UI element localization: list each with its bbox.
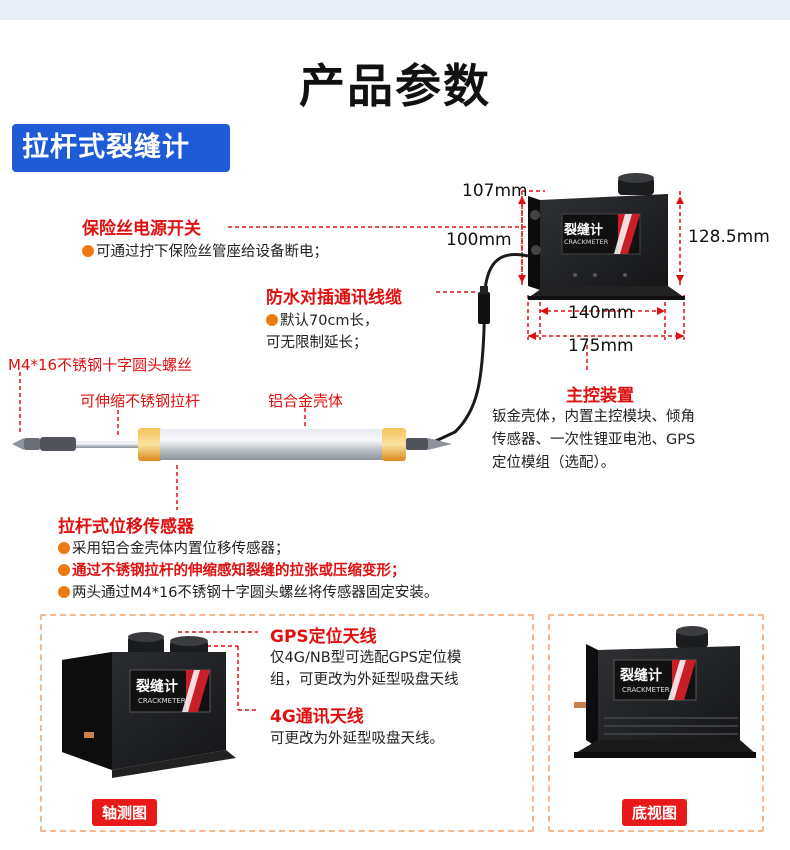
cable-line1-text: 默认70cm长，	[280, 313, 379, 329]
dim-140: 140mm	[568, 303, 634, 323]
screw-label: M4*16不锈钢十字圆头螺丝	[8, 356, 193, 374]
iso-view-graphic	[62, 632, 236, 778]
rod-label: 可伸缩不锈钢拉杆	[80, 392, 201, 410]
iso-device-label-cn: 裂缝计	[136, 679, 178, 695]
cable-title: 防水对插通讯线缆	[266, 288, 402, 308]
bullet-icon	[82, 245, 94, 257]
bullet-icon	[58, 542, 70, 554]
bottom-device-label-en: CRACKMETER	[622, 686, 670, 694]
device-label-cn: 裂缝计	[564, 223, 604, 238]
sensor-item-1: 采用铝合金壳体内置位移传感器；	[58, 537, 290, 558]
dim-100: 100mm	[446, 230, 512, 250]
cable-line2: 可无限制延长；	[266, 335, 368, 351]
sensor-item-2-text: 通过不锈钢拉杆的伸缩感知裂缝的拉张或压缩变形；	[72, 563, 406, 579]
fuse-switch-desc-text: 可通过拧下保险丝管座给设备断电；	[96, 244, 328, 260]
sensor-item-1-text: 采用铝合金壳体内置位移传感器；	[72, 541, 290, 557]
main-unit-line2: 传感器、一次性锂亚电池、GPS	[492, 432, 696, 448]
page-title: 产品参数	[299, 59, 491, 113]
bullet-icon	[58, 586, 70, 598]
antenna-4g-desc: 可更改为外延型吸盘天线。	[270, 731, 444, 747]
cable-line1: 默认70cm长，	[266, 309, 379, 330]
bottom-device-label-cn: 裂缝计	[620, 668, 662, 684]
bottom-view-panel	[548, 614, 764, 832]
section-tag: 拉杆式裂缝计	[12, 124, 230, 172]
main-unit-line3: 定位模组（选配）。	[492, 455, 616, 471]
iso-view-badge: 轴测图	[92, 799, 158, 826]
dim-107: 107mm	[462, 181, 528, 201]
bottom-view-graphic	[574, 626, 756, 758]
sensor-title: 拉杆式位移传感器	[58, 517, 194, 537]
antenna-4g-title: 4G通讯天线	[270, 707, 364, 727]
sensor-item-3: 两头通过M4*16不锈钢十字圆头螺丝将传感器固定安装。	[58, 581, 438, 602]
sensor-item-3-text: 两头通过M4*16不锈钢十字圆头螺丝将传感器固定安装。	[72, 585, 439, 601]
iso-device-label-en: CRACKMETER	[138, 697, 186, 705]
bullet-icon	[266, 314, 278, 326]
gps-line2: 组，可更改为外延型吸盘天线	[270, 672, 459, 688]
dim-128: 128.5mm	[688, 227, 770, 247]
fuse-switch-desc: 可通过拧下保险丝管座给设备断电；	[82, 240, 328, 261]
top-band	[0, 0, 790, 20]
gps-title: GPS定位天线	[270, 627, 377, 647]
main-unit-title: 主控装置	[566, 386, 634, 406]
bottom-view-badge: 底视图	[622, 799, 688, 826]
main-unit-box	[528, 173, 685, 300]
fuse-switch-title: 保险丝电源开关	[82, 219, 201, 239]
rod-sensor	[12, 428, 452, 461]
bullet-icon	[58, 564, 70, 576]
sensor-item-2: 通过不锈钢拉杆的伸缩感知裂缝的拉张或压缩变形；	[58, 559, 406, 580]
shell-label: 铝合金壳体	[268, 392, 344, 410]
dim-175: 175mm	[568, 336, 634, 356]
main-unit-line1: 钣金壳体，内置主控模块、倾角	[492, 409, 695, 425]
gps-line1: 仅4G/NB型可选配GPS定位模	[270, 650, 462, 666]
iso-view-panel	[40, 614, 534, 832]
device-label-en: CRACKMETER	[564, 238, 609, 246]
